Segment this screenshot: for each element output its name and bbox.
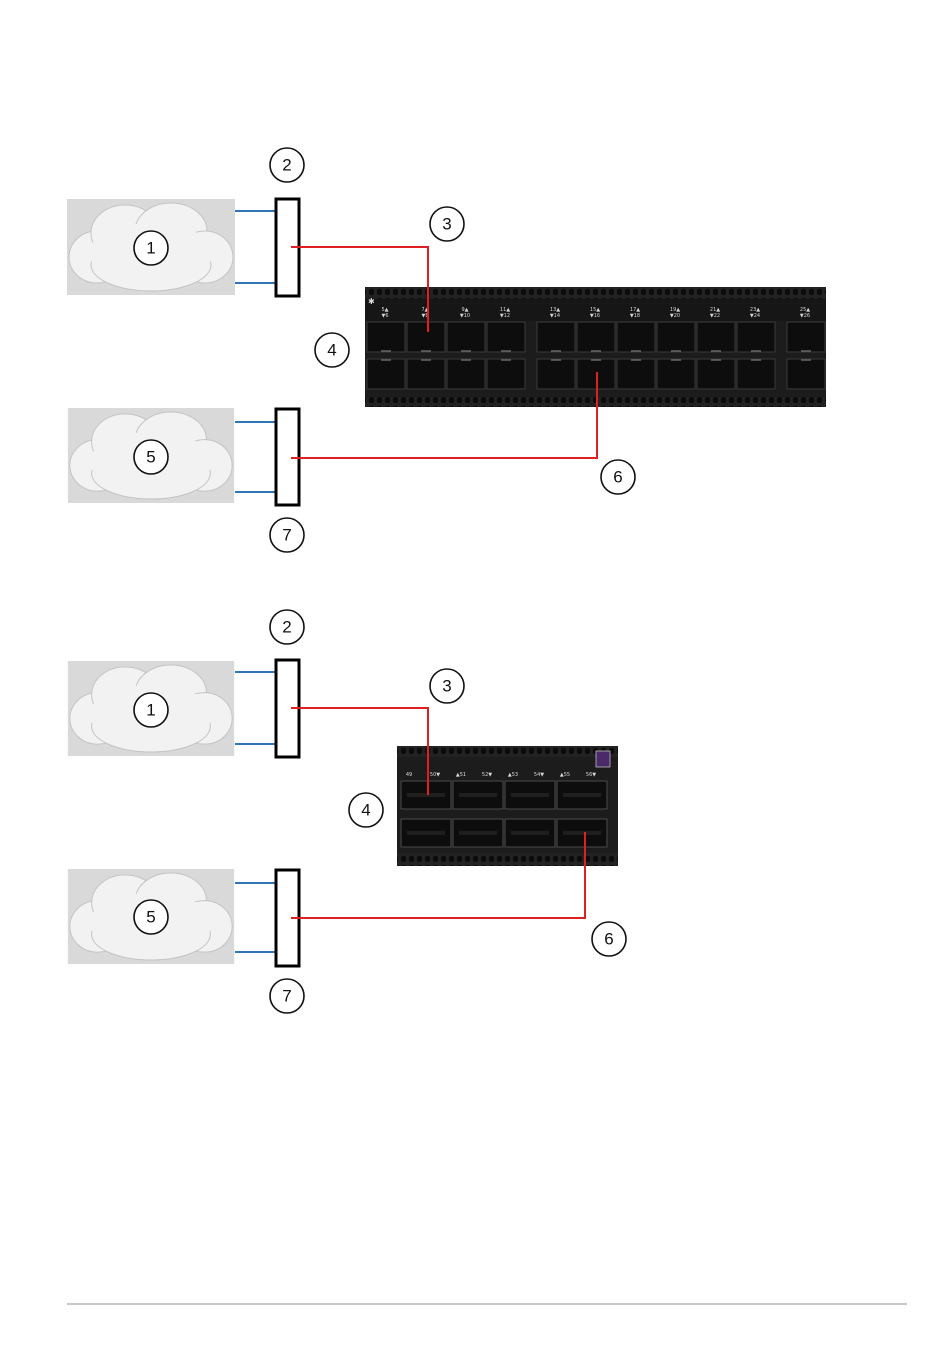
- port-latch: [407, 793, 445, 797]
- callout-3: 3: [430, 669, 464, 703]
- port: [617, 359, 655, 389]
- port: [697, 322, 735, 352]
- port: [537, 322, 575, 352]
- port-label: ▼20: [670, 313, 680, 319]
- callout-6: 6: [601, 460, 635, 494]
- port-label: 56▼: [586, 772, 596, 778]
- port-label: 52▼: [482, 772, 492, 778]
- cloud-5: 5: [68, 408, 234, 503]
- callout-2: 2: [270, 610, 304, 644]
- callout-4-label: 4: [327, 341, 336, 360]
- port-latch: [407, 831, 445, 835]
- callout-5-label: 5: [146, 448, 155, 467]
- port-label: ▼16: [590, 313, 600, 319]
- port: [407, 359, 445, 389]
- module-badge-icon: [596, 751, 610, 767]
- port-label: ▼14: [550, 313, 560, 319]
- callout-3: 3: [430, 207, 464, 241]
- port: [737, 359, 775, 389]
- port: [367, 322, 405, 352]
- callout-6-label: 6: [604, 930, 613, 949]
- callout-1-label: 1: [146, 701, 155, 720]
- connector-top: [235, 660, 299, 757]
- port-label: ▼10: [460, 313, 470, 319]
- port: [407, 322, 445, 352]
- cloud-1: 1: [67, 199, 235, 295]
- port-label: 50▼: [430, 772, 440, 778]
- callout-4: 4: [349, 793, 383, 827]
- port: [367, 359, 405, 389]
- port-latch: [459, 831, 497, 835]
- port-latch: [563, 831, 601, 835]
- connector-bottom: [235, 409, 299, 505]
- port-label: ▲51: [456, 772, 466, 778]
- port-label: ▼12: [500, 313, 510, 319]
- port: [697, 359, 735, 389]
- callout-4-label: 4: [361, 801, 370, 820]
- port: [657, 322, 695, 352]
- callout-7: 7: [270, 979, 304, 1013]
- switch-faceplate-wide: 5▲▼67▲▼89▲▼1011▲▼1213▲▼1415▲▼1617▲▼1819▲…: [365, 287, 826, 407]
- port-label: ▼26: [800, 313, 810, 319]
- callout-2-label: 2: [282, 156, 291, 175]
- port-label: 54▼: [534, 772, 544, 778]
- port-latch: [563, 793, 601, 797]
- port: [447, 359, 485, 389]
- port: [737, 322, 775, 352]
- port-label: ▼18: [630, 313, 640, 319]
- cloud-5: 5: [68, 869, 234, 964]
- port: [657, 359, 695, 389]
- port-label: ▼24: [750, 313, 760, 319]
- callout-6-label: 6: [613, 468, 622, 487]
- callout-7-label: 7: [282, 987, 291, 1006]
- callout-3-label: 3: [442, 677, 451, 696]
- connector-bottom: [235, 870, 299, 966]
- port-label: ▼6: [381, 313, 388, 319]
- port: [617, 322, 655, 352]
- port: [447, 322, 485, 352]
- port-label: ▲53: [508, 772, 518, 778]
- port: [577, 322, 615, 352]
- callout-6: 6: [592, 922, 626, 956]
- callout-4: 4: [315, 333, 349, 367]
- port-latch: [459, 793, 497, 797]
- port-label: ▲55: [560, 772, 570, 778]
- callout-2-label: 2: [282, 618, 291, 637]
- footer-rule: [67, 1303, 907, 1305]
- callout-3-label: 3: [442, 215, 451, 234]
- callout-2: 2: [270, 148, 304, 182]
- callout-7: 7: [270, 518, 304, 552]
- callout-1-label: 1: [146, 239, 155, 258]
- port-label: 49: [406, 772, 412, 778]
- diagram-2: 1 5 49 50▼ ▲51 52▼ ▲53 54▼ ▲55 56▼: [68, 610, 626, 1013]
- port-label: ▼22: [710, 313, 720, 319]
- callout-5-label: 5: [146, 908, 155, 927]
- port: [537, 359, 575, 389]
- port: [487, 359, 525, 389]
- callout-7-label: 7: [282, 526, 291, 545]
- port: [787, 359, 825, 389]
- port: [787, 322, 825, 352]
- connector-top: [235, 199, 299, 296]
- port: [487, 322, 525, 352]
- port-latch: [511, 831, 549, 835]
- port-latch: [511, 793, 549, 797]
- fan-icon: ✱: [368, 297, 375, 306]
- cloud-1: 1: [68, 661, 234, 756]
